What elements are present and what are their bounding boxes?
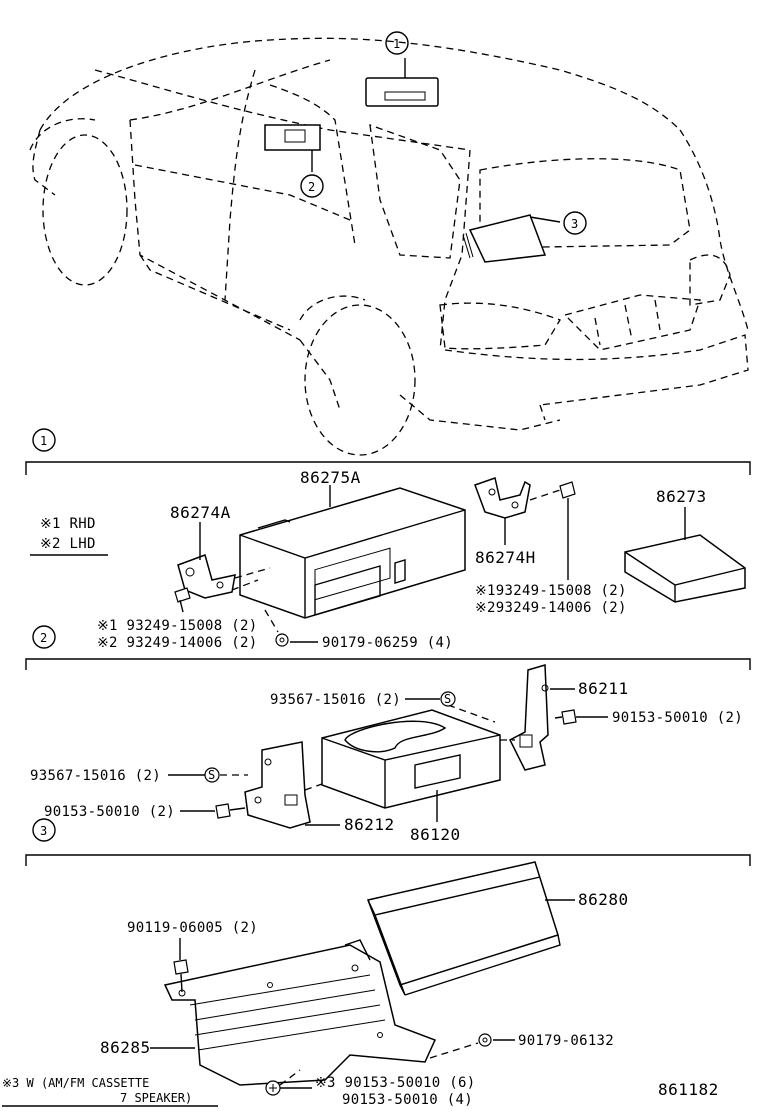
part-86275A (239, 487, 466, 619)
part-86285 (163, 939, 437, 1086)
label-bolt-section3: 90119-06005 (2) (127, 920, 258, 936)
label-nut-section3: 90179-06132 (518, 1033, 614, 1049)
label-screw-std: 90153-50010 (4) (342, 1092, 473, 1108)
section-1-callout: 1 (40, 434, 47, 448)
bolt-right-section2 (554, 709, 577, 725)
label-86120: 86120 (410, 825, 461, 844)
label-screw-w: ※3 90153-50010 (6) (315, 1075, 475, 1091)
note-rhd: ※1 RHD (40, 516, 96, 532)
label-bolt-right-lhd: ※293249-14006 (2) (475, 600, 627, 616)
label-86275A: 86275A (300, 468, 361, 487)
part-86212 (244, 741, 311, 829)
part-86120 (321, 709, 501, 809)
callout-3-car: 3 (571, 217, 578, 231)
vehicle-location-3: 3 (462, 211, 587, 263)
nut-section3 (478, 1033, 492, 1047)
label-bolt-left-section2: 90153-50010 (2) (44, 804, 175, 820)
part-86280 (366, 861, 561, 996)
label-bolt-right-section2: 90153-50010 (2) (612, 710, 743, 726)
section-1: 1 ※1 RHD ※2 LHD 86275A 86274A (25, 428, 751, 651)
label-86211: 86211 (578, 679, 629, 698)
label-bolt-left-rhd: ※1 93249-15008 (2) (97, 618, 257, 634)
part-86273 (624, 534, 746, 603)
svg-text:S: S (444, 692, 451, 706)
section-2-callout: 2 (40, 631, 47, 645)
label-86274H: 86274H (475, 548, 536, 567)
label-86274A: 86274A (170, 503, 231, 522)
bolt-left-section1 (174, 587, 191, 613)
nut-section1 (275, 633, 289, 647)
bolt-right-section1 (559, 481, 576, 580)
bolt-left-section2 (215, 803, 246, 819)
note-w-line1: ※3 W (AM/FM CASSETTE (2, 1076, 149, 1090)
label-screw-left: 93567-15016 (2) (30, 768, 161, 784)
label-86280: 86280 (578, 890, 629, 909)
vehicle-location-2: 2 (264, 124, 324, 198)
part-86274H (474, 477, 531, 519)
screw-top-section2: S (440, 691, 456, 707)
section-3: 3 86280 86285 90119-06005 (2) (2, 818, 751, 1108)
label-bolt-right-rhd: ※193249-15008 (2) (475, 583, 627, 599)
part-86211 (509, 664, 549, 771)
callout-2-car: 2 (308, 180, 315, 194)
label-bolt-left-lhd: ※2 93249-14006 (2) (97, 635, 257, 651)
catalog-number: 861182 (658, 1080, 719, 1099)
label-screw-top: 93567-15016 (2) (270, 692, 401, 708)
svg-text:S: S (208, 768, 215, 782)
section-2: 2 86120 86211 S 93567-15016 (2) (25, 625, 751, 844)
callout-1-car: 1 (393, 37, 400, 51)
section-3-callout: 3 (40, 824, 47, 838)
label-nut-section1: 90179-06259 (4) (322, 635, 453, 651)
label-86212: 86212 (344, 815, 395, 834)
label-86273: 86273 (656, 487, 707, 506)
vehicle-illustration (29, 37, 749, 456)
bolt-section3 (173, 959, 189, 993)
vehicle-location-1: 1 (365, 31, 439, 107)
note-w-line2: 7 SPEAKER) (120, 1091, 192, 1105)
note-lhd: ※2 LHD (40, 536, 96, 552)
label-86285: 86285 (100, 1038, 151, 1057)
screw-left-section2: S (204, 767, 220, 783)
screw-section3 (265, 1080, 281, 1096)
